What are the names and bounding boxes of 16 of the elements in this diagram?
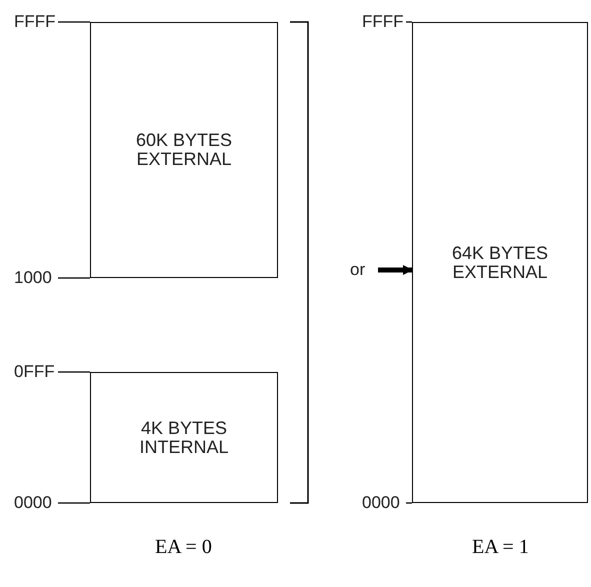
memory-block (90, 372, 278, 503)
address-label: FFFF (362, 12, 404, 32)
mode-label: EA = 1 (472, 536, 529, 559)
address-label: 0000 (14, 493, 52, 513)
memory-block (90, 22, 278, 278)
block-label: 60K BYTES EXTERNAL (134, 131, 234, 169)
block-label: 4K BYTES INTERNAL (138, 418, 230, 456)
address-label: FFFF (14, 12, 56, 32)
address-label: 0FFF (14, 362, 55, 382)
mode-label: EA = 0 (155, 536, 212, 559)
memory-block (412, 22, 588, 503)
block-label: 64K BYTES EXTERNAL (450, 244, 550, 282)
address-label: 1000 (14, 268, 52, 288)
edge-label: or (350, 260, 366, 280)
address-label: 0000 (362, 493, 400, 513)
arrow (378, 265, 413, 275)
